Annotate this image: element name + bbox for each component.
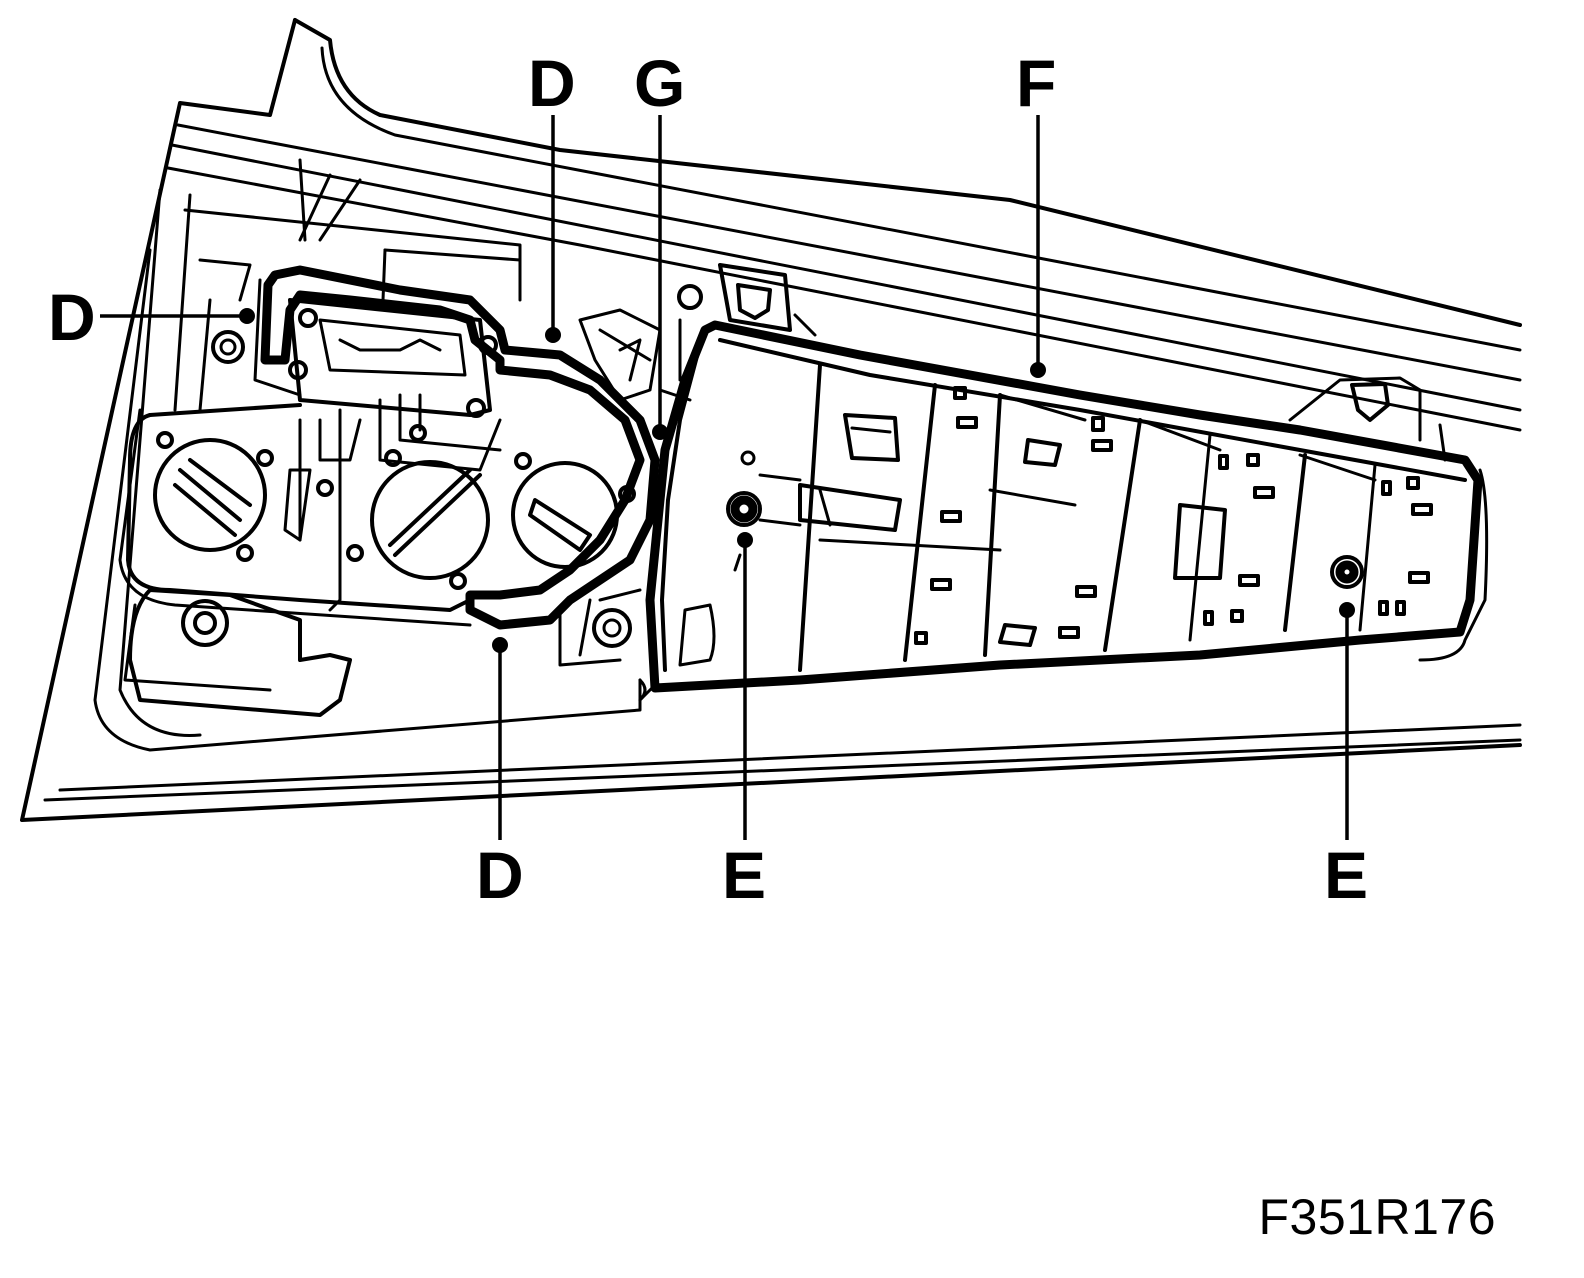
callout-e-bottom-right: E	[1324, 602, 1368, 912]
body-panel	[20, 18, 1522, 822]
callout-g-top: G	[634, 46, 685, 440]
figure-id: F351R176	[1258, 1189, 1496, 1245]
label-d-bottom: D	[476, 838, 524, 912]
label-e-bottom-left: E	[722, 838, 766, 912]
callout-d-top: D	[528, 46, 576, 343]
callout-f-top: F	[1016, 46, 1056, 378]
left-lamp-unit	[118, 265, 660, 717]
callout-e-bottom-left: E	[722, 532, 766, 912]
label-e-bottom-right: E	[1324, 838, 1368, 912]
label-d-top: D	[528, 46, 576, 120]
right-lamp-unit	[638, 320, 1489, 702]
label-f-top: F	[1016, 46, 1056, 120]
callout-d-left: D	[48, 280, 255, 354]
label-g-top: G	[634, 46, 685, 120]
callout-d-bottom: D	[476, 637, 524, 912]
label-d-left: D	[48, 280, 96, 354]
